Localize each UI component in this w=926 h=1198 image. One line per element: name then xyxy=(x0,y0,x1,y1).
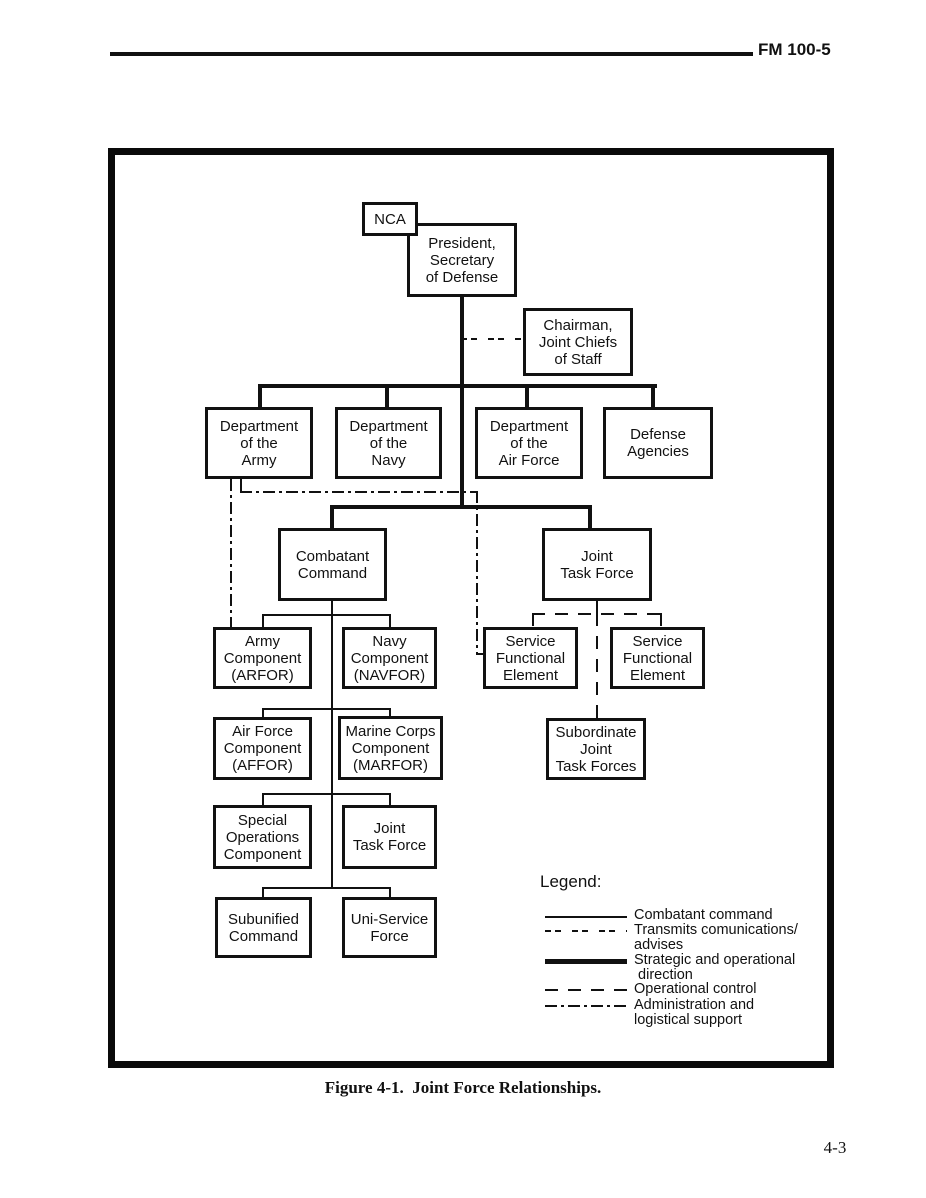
connector-combatant-command-drop-line xyxy=(330,505,334,529)
connector-admin-sfe-elbow-line xyxy=(476,653,486,655)
legend-thick-solid-line xyxy=(545,959,627,964)
connector-president-trunk-line xyxy=(460,296,464,508)
node-combatant-command: Combatant Command xyxy=(278,528,387,601)
connector-jtf2-drop-line xyxy=(389,793,391,806)
node-department-of-the-navy: Department of the Navy xyxy=(335,407,442,479)
node-uni-service-force: Uni-Service Force xyxy=(342,897,437,958)
node-joint-task-force: Joint Task Force xyxy=(542,528,652,601)
legend-dash-dot-line xyxy=(545,1005,627,1007)
legend-label-operational-control: Operational control xyxy=(634,981,757,997)
connector-opcon-subordinate-jtf-line xyxy=(596,613,598,718)
connector-component-bracket4-line xyxy=(262,887,391,889)
node-chairman-joint-chiefs: Chairman, Joint Chiefs of Staff xyxy=(523,308,633,376)
connector-component-bracket1-line xyxy=(262,614,391,616)
node-president-secretary-of-defense: President, Secretary of Defense xyxy=(407,223,517,297)
connector-admin-army-component-line xyxy=(230,479,232,628)
connector-command-bracket-line xyxy=(330,505,592,509)
node-air-force-component-affor: Air Force Component (AFFOR) xyxy=(213,717,312,780)
legend-long-dash-line xyxy=(545,989,627,991)
connector-subunified-drop-line xyxy=(262,887,264,898)
legend-label-transmits-communications: Transmits comunications/ advises xyxy=(634,922,798,953)
connector-opcon-stub-line xyxy=(596,600,598,615)
figure-caption: Figure 4-1. Joint Force Relationships. xyxy=(324,1078,602,1097)
connector-dept-air-force-drop-line xyxy=(525,384,529,408)
connector-joint-task-force-drop-line xyxy=(588,505,592,529)
legend-label-combatant-command: Combatant command xyxy=(634,907,773,923)
node-joint-task-force-lower: Joint Task Force xyxy=(342,805,437,869)
connector-opcon-sfe1-drop-line xyxy=(532,613,534,628)
connector-component-bracket3-line xyxy=(262,793,391,795)
node-navy-component-navfor: Navy Component (NAVFOR) xyxy=(342,627,437,689)
connector-dept-navy-drop-line xyxy=(385,384,389,408)
connector-marine-component-drop-line xyxy=(389,708,391,718)
node-army-component-arfor: Army Component (ARFOR) xyxy=(213,627,312,689)
header-rule xyxy=(110,52,753,56)
legend-label-strategic-operational-direction: Strategic and operational direction xyxy=(634,952,796,983)
connector-chairman-advises-line xyxy=(461,338,523,340)
node-special-operations-component: Special Operations Component xyxy=(213,805,312,869)
figure-border xyxy=(108,148,834,1068)
connector-air-force-component-drop-line xyxy=(262,708,264,718)
connector-uniservice-drop-line xyxy=(389,887,391,898)
connector-special-ops-drop-line xyxy=(262,793,264,806)
connector-departments-bracket-line xyxy=(258,384,657,388)
connector-admin-horizontal-line xyxy=(240,491,478,493)
node-department-of-the-army: Department of the Army xyxy=(205,407,313,479)
connector-dept-army-drop-line xyxy=(258,384,262,408)
connector-admin-stub-line xyxy=(240,479,242,493)
node-service-functional-element-1: Service Functional Element xyxy=(483,627,578,689)
node-nca: NCA xyxy=(362,202,418,236)
connector-component-bracket2-line xyxy=(262,708,391,710)
node-subunified-command: Subunified Command xyxy=(215,897,312,958)
node-department-of-the-air-force: Department of the Air Force xyxy=(475,407,583,479)
connector-navy-component-drop-line xyxy=(389,614,391,628)
connector-defense-agencies-drop-line xyxy=(651,384,655,408)
page-number: 4-3 xyxy=(823,1138,847,1157)
connector-component-spine-line xyxy=(331,600,333,888)
legend-small-dash-line xyxy=(545,930,627,932)
node-subordinate-joint-task-forces: Subordinate Joint Task Forces xyxy=(546,718,646,780)
node-marine-corps-component-marfor: Marine Corps Component (MARFOR) xyxy=(338,716,443,780)
connector-admin-sfe-vertical-line xyxy=(476,491,478,655)
node-service-functional-element-2: Service Functional Element xyxy=(610,627,705,689)
connector-opcon-sfe2-drop-line xyxy=(660,613,662,628)
legend-thin-solid-line xyxy=(545,916,627,918)
manual-number-label: FM 100-5 xyxy=(758,40,831,59)
legend-title: Legend: xyxy=(540,872,602,891)
connector-army-component-drop-line xyxy=(262,614,264,628)
node-defense-agencies: Defense Agencies xyxy=(603,407,713,479)
legend-label-administration-logistical-support: Administration and logistical support xyxy=(634,997,755,1028)
